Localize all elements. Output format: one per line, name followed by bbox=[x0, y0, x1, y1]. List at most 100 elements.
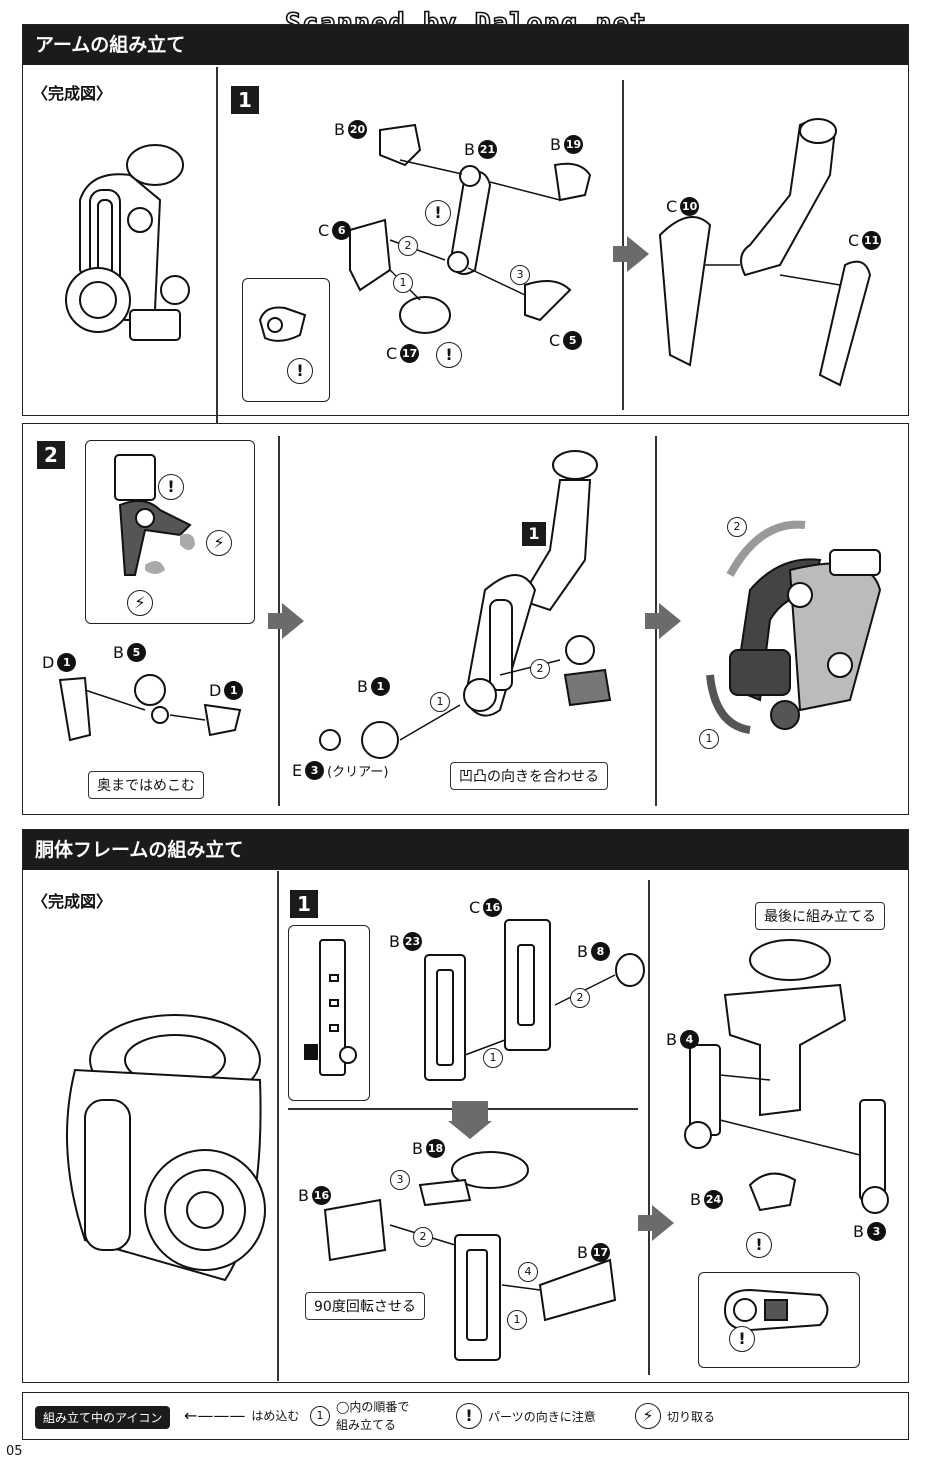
caution-icon: ! bbox=[729, 1326, 755, 1352]
inset-joint-illustration bbox=[723, 1288, 829, 1332]
part-b8-number: 8 bbox=[590, 942, 610, 961]
order-1-marker: 1 bbox=[430, 692, 450, 712]
inset-step-marker: 1 bbox=[522, 522, 546, 546]
caution-icon: ! bbox=[436, 342, 462, 368]
arm-complete-illustration bbox=[65, 144, 190, 341]
legend-order-text-2: 組み立てる bbox=[336, 1418, 397, 1432]
part-b3-number: 3 bbox=[866, 1222, 886, 1241]
order-2-marker: 2 bbox=[398, 236, 418, 256]
next-arrow-icon bbox=[613, 236, 649, 272]
body-step1a-illustration bbox=[424, 919, 645, 1081]
body-complete-illustration bbox=[66, 1014, 266, 1282]
clear-note: (クリアー) bbox=[327, 765, 389, 780]
order-3-marker: 3 bbox=[390, 1170, 410, 1190]
body-step1b-illustration bbox=[323, 1151, 617, 1361]
part-b24-number: 24 bbox=[703, 1190, 723, 1209]
legend-press-in-text: はめ込む bbox=[251, 1409, 300, 1423]
cut-icon: ⚡ bbox=[635, 1403, 661, 1429]
legend-cut: ⚡ 切り取る bbox=[635, 1403, 715, 1429]
body-divider bbox=[277, 871, 279, 1381]
part-d1b-number: 1 bbox=[224, 681, 244, 700]
part-b20-number: 20 bbox=[347, 120, 367, 139]
part-b19-number: 19 bbox=[563, 135, 583, 154]
order-1-marker: 1 bbox=[699, 729, 719, 749]
order-4-marker: 4 bbox=[518, 1262, 538, 1282]
part-c16-number: 16 bbox=[483, 898, 503, 917]
arm-divider bbox=[216, 67, 218, 423]
cut-icon: ⚡ bbox=[206, 530, 232, 556]
order-2-marker: 2 bbox=[727, 517, 747, 537]
part-c5-number: 5 bbox=[563, 331, 583, 350]
body-divider-2 bbox=[648, 880, 650, 1375]
rotate-90-callout: 90度回転させる bbox=[305, 1292, 425, 1320]
down-arrow-head bbox=[448, 1121, 492, 1139]
part-b5-number: 5 bbox=[126, 643, 146, 662]
part-d1a-number: 1 bbox=[57, 653, 77, 672]
arrow-icon: ←——— bbox=[184, 1406, 246, 1425]
caution-icon: ! bbox=[158, 474, 184, 500]
inset-frame-illustration bbox=[304, 939, 357, 1076]
arm-step2-rotation-illustration bbox=[706, 520, 882, 734]
legend-caution: ! パーツの向きに注意 bbox=[456, 1403, 596, 1429]
down-arrow-icon bbox=[452, 1101, 488, 1121]
legend-order: 1 ◯内の順番で 組み立てる bbox=[310, 1398, 409, 1434]
order-1-marker: 1 bbox=[483, 1048, 503, 1068]
arm-step1-divider bbox=[622, 80, 624, 410]
part-b17-number: 17 bbox=[590, 1243, 610, 1262]
page-number: 05 bbox=[6, 1444, 23, 1459]
legend-caution-text: パーツの向きに注意 bbox=[488, 1409, 596, 1424]
part-b1-number: 1 bbox=[370, 677, 390, 696]
body-section-title: 胴体フレームの組み立て bbox=[23, 830, 908, 870]
order-icon: 1 bbox=[310, 1406, 330, 1426]
legend-cut-text: 切り取る bbox=[667, 1409, 716, 1424]
legend-press-in: ←——— はめ込む bbox=[184, 1406, 299, 1425]
body-complete-label: 〈完成図〉 bbox=[32, 892, 113, 911]
part-e3-number: 3 bbox=[305, 761, 325, 780]
order-1-marker: 1 bbox=[393, 273, 413, 293]
order-2-marker: 2 bbox=[413, 1227, 433, 1247]
part-b21-number: 21 bbox=[477, 140, 497, 159]
arm-step1-number: 1 bbox=[231, 86, 259, 114]
caution-icon: ! bbox=[425, 200, 451, 226]
order-1-marker: 1 bbox=[507, 1310, 527, 1330]
arm-step2-number: 2 bbox=[37, 441, 65, 469]
caution-icon: ! bbox=[746, 1232, 772, 1258]
part-b23-number: 23 bbox=[402, 932, 422, 951]
assemble-last-callout: 最後に組み立てる bbox=[755, 902, 885, 930]
arm-step1-result-illustration bbox=[658, 118, 872, 387]
legend-order-text-1: ◯内の順番で bbox=[336, 1400, 410, 1414]
part-b16-number: 16 bbox=[311, 1186, 331, 1205]
next-arrow-icon bbox=[638, 1205, 674, 1241]
part-b18-number: 18 bbox=[425, 1139, 445, 1158]
part-b4-number: 4 bbox=[679, 1030, 699, 1049]
arm-step2-parts-illustration bbox=[58, 674, 242, 742]
body-step1-result-illustration bbox=[684, 939, 889, 1214]
align-callout: 凹凸の向きを合わせる bbox=[450, 762, 608, 790]
next-arrow-icon bbox=[268, 603, 304, 639]
press-fully-callout: 奥まではめこむ bbox=[88, 771, 204, 799]
cut-icon: ⚡ bbox=[127, 590, 153, 616]
legend-tag: 組み立て中のアイコン bbox=[35, 1406, 171, 1429]
arm-step2-assembly-illustration bbox=[319, 450, 612, 759]
next-arrow-icon bbox=[645, 603, 681, 639]
caution-icon: ! bbox=[456, 1403, 482, 1429]
arm-complete-label: 〈完成図〉 bbox=[32, 84, 113, 103]
